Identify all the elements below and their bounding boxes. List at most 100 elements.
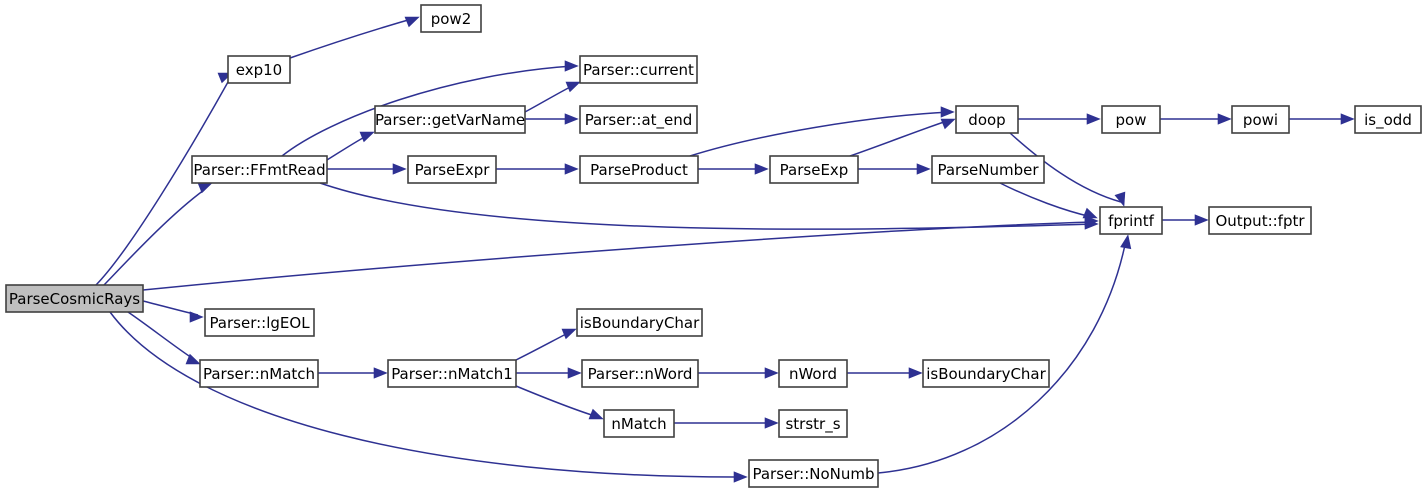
node-parser-getvarname[interactable]: Parser::getVarName [374, 105, 526, 134]
node-is-odd[interactable]: is_odd [1354, 105, 1422, 134]
node-label: Parser::current [583, 61, 694, 79]
node-parser-nonumb[interactable]: Parser::NoNumb [748, 459, 879, 488]
node-label: pow2 [431, 10, 472, 28]
edge-pow-to-powi [1160, 113, 1232, 125]
node-strstr-s[interactable]: strstr_s [778, 409, 848, 438]
node-label: doop [968, 111, 1005, 129]
node-label: Output::fptr [1215, 212, 1305, 230]
edge-Parser::FFmtRead-to-Parser::getVarName [326, 131, 375, 161]
node-box[interactable] [1354, 105, 1422, 134]
node-label: Parser::nMatch [203, 365, 315, 383]
node-label: Parser::at_end [585, 111, 693, 130]
node-parser-ffmtread[interactable]: Parser::FFmtRead [191, 155, 328, 184]
node-parseexpr[interactable]: ParseExpr [407, 155, 497, 184]
arrowhead-icon [359, 131, 375, 143]
node-parser-nword[interactable]: Parser::nWord [581, 359, 699, 388]
node-box[interactable] [579, 55, 698, 84]
node-box[interactable] [955, 105, 1019, 134]
node-output-fptr[interactable]: Output::fptr [1208, 206, 1312, 235]
node-box[interactable] [199, 359, 319, 388]
edge-Parser::FFmtRead-to-Parser::current [281, 60, 579, 157]
arrowhead-icon [764, 417, 779, 429]
arrowhead-icon [185, 353, 201, 365]
node-label: nMatch [611, 415, 666, 433]
arrowhead-icon [404, 16, 420, 28]
node-box[interactable] [1101, 105, 1161, 134]
node-box[interactable] [227, 55, 291, 84]
node-isboundarychar[interactable]: isBoundaryChar [576, 308, 703, 337]
node-label: exp10 [236, 61, 282, 79]
node-label: nWord [789, 365, 837, 383]
edge-doop-to-fprintf [1009, 132, 1126, 207]
edge-ParseExpr-to-ParseProduct [496, 163, 579, 175]
edge-Parser::NoNumb-to-fprintf [877, 234, 1132, 474]
node-parser-lgeol[interactable]: Parser::lgEOL [204, 308, 315, 337]
node-label: strstr_s [785, 415, 840, 434]
arrowhead-icon [940, 106, 955, 118]
node-parsenumber[interactable]: ParseNumber [931, 155, 1045, 184]
edge-doop-to-pow [1018, 113, 1101, 125]
node-box[interactable] [581, 359, 699, 388]
node-box[interactable] [603, 409, 675, 438]
node-nmatch[interactable]: nMatch [603, 409, 675, 438]
node-box[interactable] [420, 4, 482, 33]
node-box[interactable] [922, 359, 1050, 388]
node-pow2[interactable]: pow2 [420, 4, 482, 33]
node-exp10[interactable]: exp10 [227, 55, 291, 84]
node-box[interactable] [576, 308, 703, 337]
node-parser-nmatch[interactable]: Parser::nMatch [199, 359, 319, 388]
node-box[interactable] [579, 105, 698, 134]
node-label: fprintf [1108, 212, 1155, 230]
node-label: powi [1243, 111, 1278, 129]
node-label: Parser::getVarName [375, 111, 525, 129]
arrowhead-icon [564, 113, 579, 125]
node-pow[interactable]: pow [1101, 105, 1161, 134]
node-fprintf[interactable]: fprintf [1099, 206, 1163, 235]
node-box[interactable] [374, 105, 526, 134]
edge-ParseExp-to-ParseNumber [858, 163, 931, 175]
node-box[interactable] [5, 284, 144, 313]
edge-ParseNumber-to-fprintf [999, 182, 1098, 219]
node-label: Parser::lgEOL [209, 314, 310, 332]
arrowhead-icon [733, 471, 748, 483]
node-box[interactable] [579, 155, 699, 184]
node-nword[interactable]: nWord [778, 359, 848, 388]
node-doop[interactable]: doop [955, 105, 1019, 134]
edge-Parser::nMatch-to-Parser::nMatch1 [318, 367, 388, 379]
arrowhead-icon [561, 328, 577, 340]
edge-Parser::getVarName-to-Parser::current [524, 81, 581, 113]
node-box[interactable] [204, 308, 315, 337]
edge-ParseProduct-to-ParseExp [698, 163, 769, 175]
node-box[interactable] [778, 409, 848, 438]
edge-Parser::nMatch1-to-nMatch [515, 385, 604, 420]
arrowhead-icon [764, 367, 779, 379]
node-powi[interactable]: powi [1231, 105, 1290, 134]
node-parsecosmicrays[interactable]: ParseCosmicRays [5, 284, 144, 313]
arrowhead-icon [189, 311, 204, 323]
node-box[interactable] [387, 359, 517, 388]
node-box[interactable] [748, 459, 879, 488]
node-box[interactable] [778, 359, 848, 388]
edge-ParseExp-to-doop [849, 118, 956, 157]
arrowhead-icon [1084, 218, 1099, 230]
node-parseproduct[interactable]: ParseProduct [579, 155, 699, 184]
node-layer: ParseCosmicRays exp10 pow2Parser::FFmtRead… [5, 4, 1422, 488]
node-isboundarychar[interactable]: isBoundaryChar [922, 359, 1050, 388]
node-label: is_odd [1364, 111, 1412, 130]
node-box[interactable] [769, 155, 859, 184]
node-box[interactable] [407, 155, 497, 184]
arrowhead-icon [567, 367, 582, 379]
node-box[interactable] [1208, 206, 1312, 235]
node-box[interactable] [931, 155, 1045, 184]
node-box[interactable] [1231, 105, 1290, 134]
node-parser-at-end[interactable]: Parser::at_end [579, 105, 698, 134]
node-parseexp[interactable]: ParseExp [769, 155, 859, 184]
edge-Parser::FFmtRead-to-fprintf [319, 182, 1099, 230]
arrowhead-icon [392, 163, 407, 175]
node-parser-nmatch1[interactable]: Parser::nMatch1 [387, 359, 517, 388]
node-parser-current[interactable]: Parser::current [579, 55, 698, 84]
node-box[interactable] [191, 155, 328, 184]
node-box[interactable] [1099, 206, 1163, 235]
edge-Parser::nMatch1-to-isBoundaryChar1 [515, 328, 577, 361]
